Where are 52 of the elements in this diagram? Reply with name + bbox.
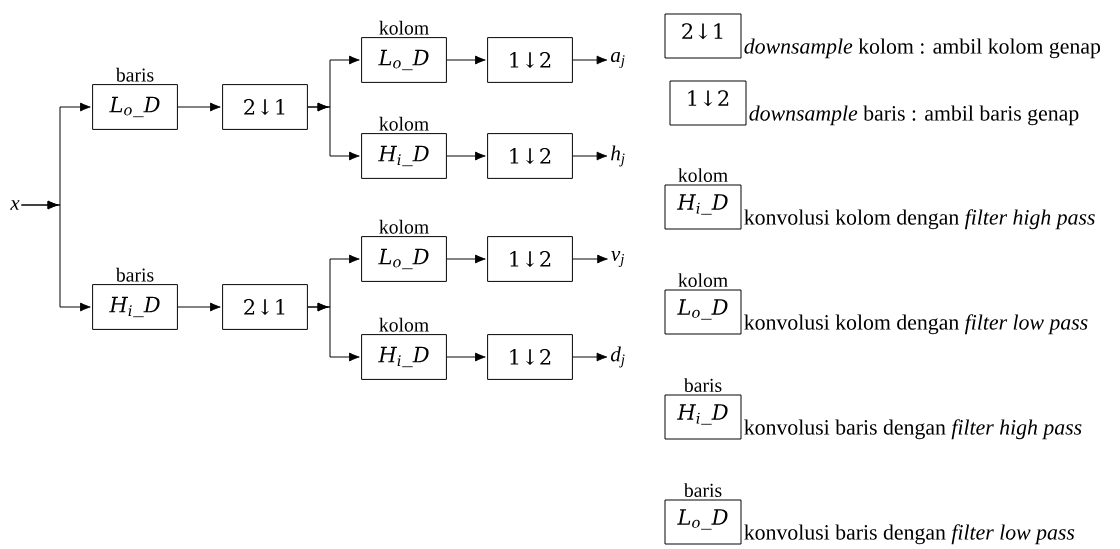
arrow — [307, 302, 360, 362]
arrow — [446, 254, 486, 264]
arrow — [446, 352, 486, 362]
box-heading: baris — [683, 483, 722, 498]
filter-box: L$_{o}$_D — [664, 289, 742, 335]
box-heading: kolom — [678, 273, 728, 288]
filter-box: H$_{i}$_D — [92, 284, 178, 330]
box-heading: baris — [115, 267, 154, 282]
downsample-box: 1↓2 — [487, 334, 573, 380]
box-heading: kolom — [379, 317, 429, 332]
downsample-box: 1↓2 — [669, 80, 747, 126]
box-heading: kolom — [379, 20, 429, 35]
filter-box: H$_{i}$_D — [664, 394, 742, 440]
legend-description: konvolusi kolom dengan filter low pass — [744, 314, 1088, 335]
signal-label: h$_{j}$ — [611, 145, 625, 167]
filter-box: L$_{o}$_D — [92, 84, 178, 130]
filter-box: H$_{i}$_D — [361, 133, 447, 179]
arrow — [177, 302, 221, 312]
downsample-box: 2↓1 — [222, 284, 308, 330]
downsample-box: 2↓1 — [222, 84, 308, 130]
downsample-box: 1↓2 — [487, 236, 573, 282]
arrow — [20, 200, 91, 312]
arrow — [572, 352, 608, 362]
box-heading: kolom — [379, 116, 429, 131]
arrow — [446, 151, 486, 161]
legend-description: konvolusi baris dengan filter high pass — [744, 419, 1082, 440]
filter-box: H$_{i}$_D — [361, 334, 447, 380]
arrow — [572, 254, 608, 264]
signal-label: v$_{j}$ — [611, 251, 625, 267]
arrow — [572, 55, 608, 65]
box-heading: kolom — [379, 219, 429, 234]
filter-box: H$_{i}$_D — [664, 184, 742, 230]
legend-description: konvolusi baris dengan filter low pass — [744, 524, 1075, 545]
signal-label: x — [10, 200, 20, 210]
signal-label: a$_{j}$ — [610, 51, 625, 69]
downsample-box: 1↓2 — [487, 133, 573, 179]
arrow — [446, 55, 486, 65]
legend-description: downsample kolom : ambil kolom genap — [744, 38, 1101, 59]
filter-box: L$_{o}$_D — [361, 236, 447, 282]
signal-label: d$_{j}$ — [610, 346, 625, 368]
filter-box: L$_{o}$_D — [664, 499, 742, 545]
box-heading: baris — [115, 67, 154, 82]
filter-box: L$_{o}$_D — [361, 37, 447, 83]
arrow — [572, 151, 608, 161]
legend-description: konvolusi kolom dengan filter high pass — [744, 209, 1095, 230]
downsample-box: 1↓2 — [487, 37, 573, 83]
legend-description: downsample baris : ambil baris genap — [749, 105, 1079, 126]
arrow — [177, 102, 221, 112]
downsample-box: 2↓1 — [664, 13, 742, 59]
box-heading: baris — [683, 378, 722, 393]
arrow — [307, 102, 360, 161]
box-heading: kolom — [678, 168, 728, 183]
